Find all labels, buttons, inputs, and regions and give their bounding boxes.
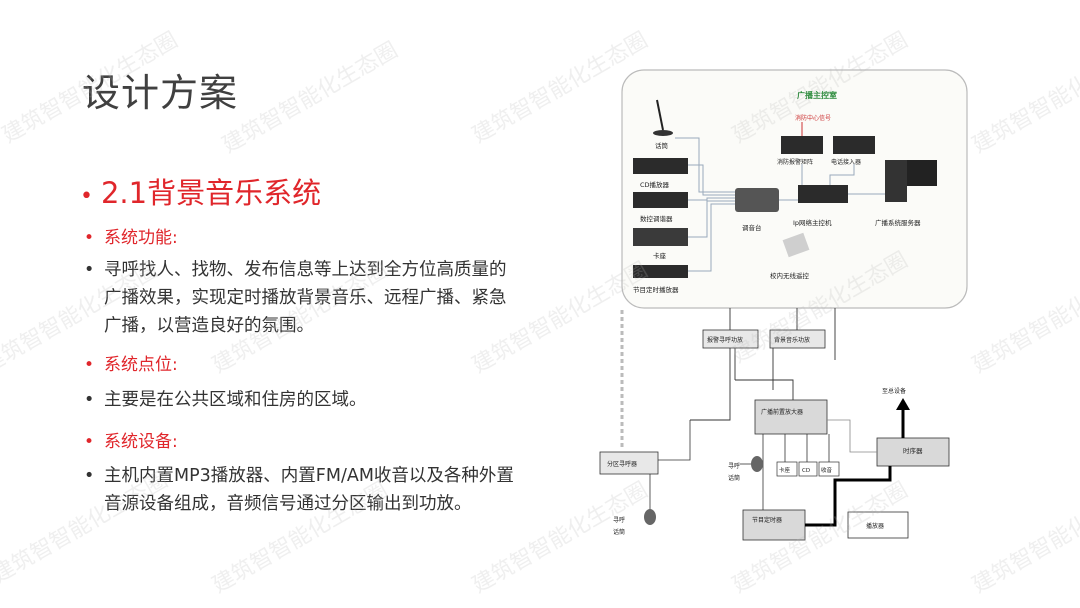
label-text: 系统点位: (104, 355, 178, 375)
mic-label: 话筒 (655, 141, 669, 150)
mixer-icon (735, 188, 779, 212)
para-text: 主要是在公共区域和住房的区域。 (104, 390, 367, 410)
section-heading-text: 2.1背景音乐系统 (100, 176, 322, 210)
bgm-amp-label: 背景音乐功放 (774, 336, 810, 344)
label-text: 系统设备: (104, 432, 178, 452)
mic-grille-icon (751, 456, 763, 472)
program-timer-box (742, 509, 806, 541)
item-label-function: •系统功能: (84, 228, 178, 248)
server-icon (885, 160, 907, 202)
control-room-frame (621, 69, 968, 309)
slot-tape-label: 卡座 (779, 466, 791, 474)
pager-mic-1b-label: 话筒 (613, 528, 625, 536)
slot-cd-label: CD (802, 468, 810, 474)
tape-icon (633, 228, 688, 246)
ip-host-icon (798, 185, 848, 203)
cd-player-icon (633, 158, 688, 174)
player-box (847, 511, 909, 539)
player-label: 播放器 (866, 522, 884, 530)
ip-host-label: Ip网络主控机 (793, 218, 832, 227)
fire-matrix-label: 消防报警矩阵 (777, 158, 813, 166)
phone-icon (833, 136, 875, 154)
pager-mic-1-label: 寻呼 (613, 517, 625, 524)
pre-amp-box (754, 399, 828, 435)
zone-pager-box (599, 451, 659, 475)
slot-cd (798, 461, 818, 477)
to-main-label: 至总设备 (882, 387, 906, 395)
pager-mic-2b-label: 话筒 (728, 474, 740, 482)
input-lines (675, 137, 735, 272)
page-title: 设计方案 (82, 71, 239, 115)
phone-label: 电话接入器 (831, 158, 861, 166)
bgm-amp-box (769, 329, 826, 349)
slot-radio-label: 收音 (821, 466, 833, 474)
alarm-amp-label: 报警寻呼功放 (707, 336, 743, 344)
timer-player-icon (633, 265, 688, 278)
mic-icon (653, 99, 673, 136)
alarm-amp-box (702, 329, 759, 349)
pre-amp-label: 广播前置放大器 (761, 408, 803, 416)
item-text-function: •寻呼找人、找物、发布信息等上达到全方位高质量的广播效果，实现定时播放背景音乐、… (84, 256, 514, 340)
item-label-location: •系统点位: (84, 355, 178, 375)
slot-tape (776, 461, 798, 477)
item-text-location: •主要是在公共区域和住房的区域。 (84, 386, 514, 414)
timer-player-label: 节目定时播放器 (633, 285, 679, 294)
item-text-equipment: •主机内置MP3播放器、内置FM/AM收音以及各种外置音源设备组成，音频信号通过… (84, 462, 514, 518)
bullet: • (80, 184, 93, 209)
watermark: 建筑智智能化生态圈 (218, 37, 403, 159)
pager-mic-2-label: 寻呼 (728, 463, 740, 470)
mic-grille-icon (644, 509, 656, 525)
server-label: 广播系统服务器 (875, 218, 921, 227)
para-text: 主机内置MP3播放器、内置FM/AM收音以及各种外置音源设备组成，音频信号通过分… (104, 466, 514, 514)
sequencer-label: 时序器 (903, 446, 923, 455)
remote-icon (782, 232, 810, 258)
zone-pager-label: 分区寻呼器 (607, 460, 637, 468)
tuner-icon (633, 192, 688, 208)
monitor-icon (907, 160, 937, 186)
para-text: 寻呼找人、找物、发布信息等上达到全方位高质量的广播效果，实现定时播放背景音乐、远… (104, 260, 507, 336)
room-title: 广播主控室 (797, 90, 837, 100)
program-timer-label: 节目定时器 (752, 516, 782, 524)
mixer-label: 调音台 (742, 223, 762, 232)
remote-label: 校内无线遥控 (770, 271, 810, 280)
fire-signal-label: 消防中心信号 (795, 114, 831, 122)
tape-label: 卡座 (653, 251, 667, 260)
section-heading: • 2.1背景音乐系统 (80, 170, 321, 212)
system-diagram: 广播主控室 消防中心信号 话筒 CD播放器 数控调谐器 卡座 节目定时播放器 调… (599, 69, 968, 541)
label-text: 系统功能: (104, 228, 178, 248)
cd-label: CD播放器 (640, 180, 670, 189)
sequencer-box (876, 437, 950, 467)
fire-matrix-icon (781, 136, 823, 154)
tuner-label: 数控调谐器 (640, 214, 673, 223)
item-label-equipment: •系统设备: (84, 432, 178, 452)
